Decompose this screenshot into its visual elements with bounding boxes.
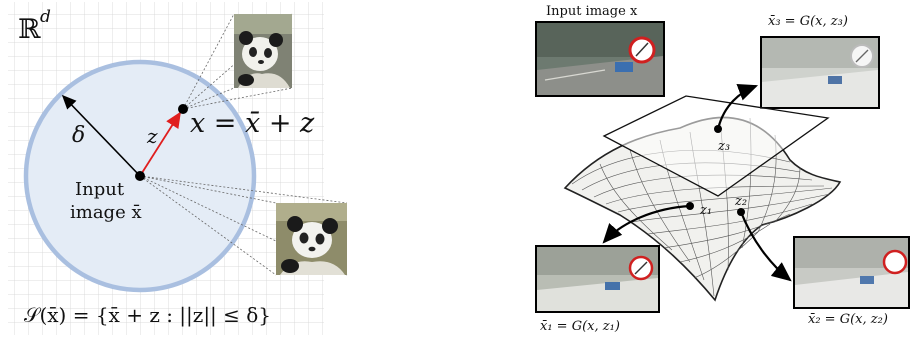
left-panel: ℝ d δ z x = x̄ + z Input image x̄ 𝒮(x̄) … xyxy=(8,2,348,335)
right-panel: Input image x x̄₃ = G(x, z₃) xyxy=(535,4,910,334)
perturbation-arrow xyxy=(139,111,181,177)
input-point xyxy=(135,171,145,181)
panda-image-original xyxy=(276,203,347,275)
space-label: ℝ xyxy=(18,14,41,45)
z2-label: z₂ xyxy=(734,194,747,209)
radius-arrow xyxy=(61,94,141,177)
delta-label: δ xyxy=(72,123,85,148)
output2-caption: x̄₂ = G(x, z₂) xyxy=(808,312,888,327)
panda-image-perturbed xyxy=(234,14,292,88)
tangent-plane xyxy=(602,95,830,197)
x-formula: x = x̄ + z xyxy=(190,108,315,139)
z1-label: z₁ xyxy=(699,203,712,218)
center-label-input: Input xyxy=(75,179,125,200)
output1-thumbnail xyxy=(535,245,660,313)
center-label-image: image x̄ xyxy=(70,202,142,223)
arrow-to-output1 xyxy=(602,204,691,244)
space-superscript: d xyxy=(40,7,51,27)
arrow-to-output3 xyxy=(716,83,759,130)
output3-caption: x̄₃ = G(x, z₃) xyxy=(768,14,848,29)
arrow-to-output2 xyxy=(739,211,792,282)
projection-lines-bottom xyxy=(139,175,348,276)
output3-thumbnail xyxy=(760,36,880,109)
output2-thumbnail xyxy=(793,236,910,309)
set-formula: 𝒮(x̄) = {x̄ + z : ||z|| ≤ δ} xyxy=(24,303,271,328)
output1-caption: x̄₁ = G(x, z₁) xyxy=(540,319,620,334)
z-label: z xyxy=(146,124,158,148)
perturbed-point xyxy=(178,104,188,114)
input-image-thumbnail xyxy=(535,21,665,97)
input-image-caption: Input image x xyxy=(546,4,638,19)
z3-label: z₃ xyxy=(717,139,730,154)
